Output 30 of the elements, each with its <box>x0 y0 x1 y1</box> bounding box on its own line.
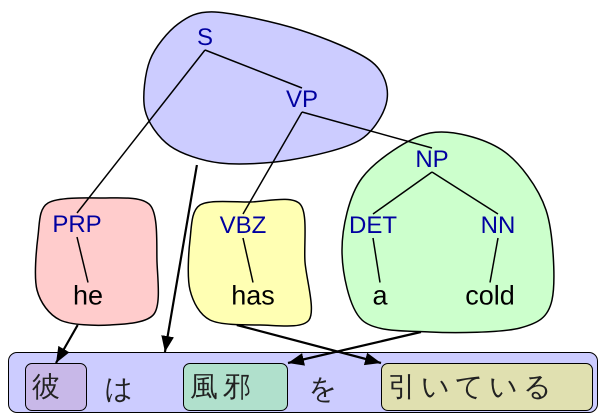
arrow <box>236 324 382 366</box>
tree-branch-line <box>432 171 498 215</box>
tree-branch-line <box>242 238 254 283</box>
tree-branch-line <box>372 238 381 283</box>
category-label: NN <box>480 214 516 238</box>
word-box: 引いている <box>381 363 593 411</box>
sentence-band <box>8 352 598 413</box>
tree-branch-line <box>76 50 206 214</box>
word-text: cold <box>465 282 515 310</box>
arrow <box>55 324 79 364</box>
particle-text: は <box>104 375 134 403</box>
tree-branch-line <box>302 111 432 149</box>
word-box: 彼 <box>25 363 87 411</box>
arrow <box>161 164 198 352</box>
category-label: NP <box>415 148 449 172</box>
word-text: has <box>231 282 275 310</box>
category-label: VP <box>286 88 318 112</box>
arrow <box>288 330 422 366</box>
particle-text: を <box>308 375 338 403</box>
tree-branch-line <box>204 49 302 89</box>
category-label: VBZ <box>220 214 266 238</box>
word-box: 風邪 <box>183 363 288 411</box>
tree-branch-line <box>372 171 432 215</box>
word-text: he <box>72 282 104 310</box>
tree-branch-line <box>489 238 499 283</box>
category-label: PRP <box>52 213 102 237</box>
tree-branch-line <box>76 236 89 283</box>
word-text: a <box>372 282 388 310</box>
category-label: DET <box>349 214 397 238</box>
category-label: S <box>197 26 213 50</box>
